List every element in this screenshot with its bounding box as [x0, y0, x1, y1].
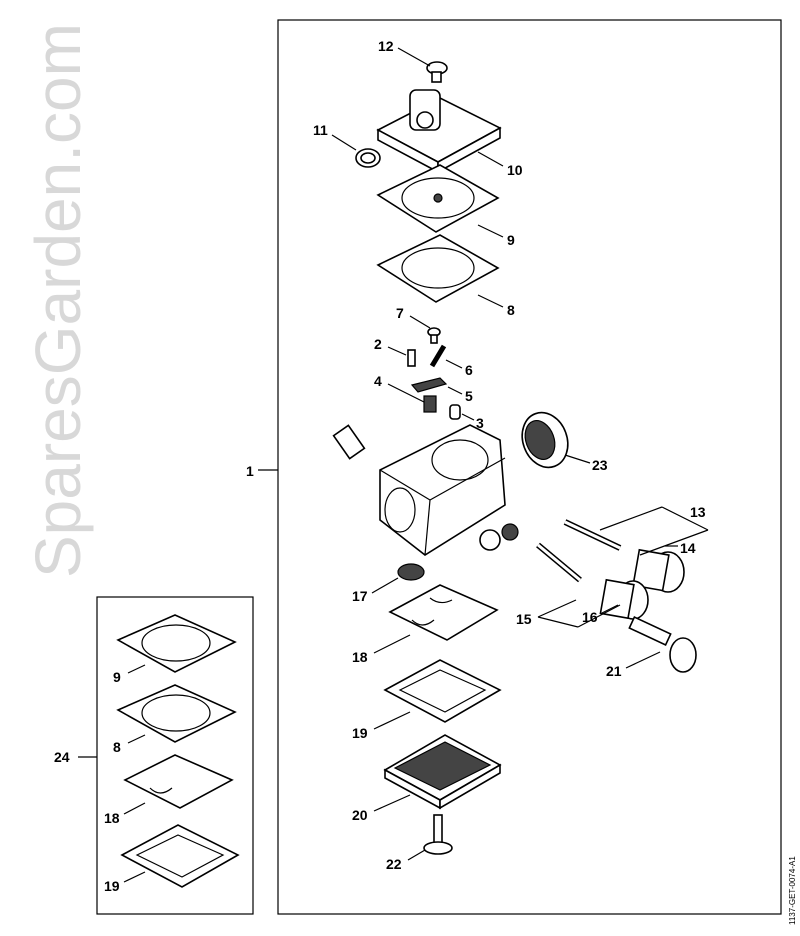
- part-12-screw[interactable]: [426, 61, 448, 83]
- part-21-idle-screw[interactable]: [628, 616, 697, 673]
- kit-label-9: 9: [113, 669, 121, 685]
- label-1: 1: [246, 463, 254, 479]
- label-17: 17: [352, 588, 368, 604]
- label-13: 13: [690, 504, 706, 520]
- drawing-code: 1137-GET-0074-A1: [788, 856, 797, 925]
- label-10: 10: [507, 162, 523, 178]
- part-17-fuel-screen[interactable]: [397, 563, 425, 581]
- label-19: 19: [352, 725, 368, 741]
- kit-part-19-gasket[interactable]: [120, 824, 240, 888]
- label-23: 23: [592, 457, 608, 473]
- part-19-gasket[interactable]: [383, 659, 502, 723]
- label-12: 12: [378, 38, 394, 54]
- label-8: 8: [507, 302, 515, 318]
- part-14-limiter-cap[interactable]: [632, 548, 685, 593]
- part-23-cap[interactable]: [515, 406, 575, 474]
- kit-part-8-gasket[interactable]: [116, 684, 237, 743]
- label-4: 4: [374, 373, 382, 389]
- label-20: 20: [352, 807, 368, 823]
- label-22: 22: [386, 856, 402, 872]
- part-9-diaphragm[interactable]: [376, 164, 500, 233]
- part-2-needle[interactable]: [407, 349, 416, 367]
- part-3-sleeve[interactable]: [449, 404, 461, 420]
- part-20-end-cover[interactable]: [383, 734, 502, 810]
- kit-part-9-diaphragm[interactable]: [116, 614, 237, 673]
- part-18-metering-plate[interactable]: [388, 584, 499, 641]
- part-15-adjusting-screw[interactable]: [536, 542, 582, 583]
- part-16-limiter-cap[interactable]: [599, 578, 649, 620]
- kit-part-18-metering-plate[interactable]: [123, 754, 234, 809]
- watermark: SparesGarden.com: [22, 23, 94, 578]
- label-6: 6: [465, 362, 473, 378]
- label-9: 9: [507, 232, 515, 248]
- part-labels: 12 11 10 9 8 7 2 6 4 5 3 23 1 13 14 15 1…: [54, 38, 706, 894]
- part-6-pin[interactable]: [429, 344, 447, 368]
- label-15: 15: [516, 611, 532, 627]
- kit-label-19: 19: [104, 878, 120, 894]
- label-14: 14: [680, 540, 696, 556]
- label-7: 7: [396, 305, 404, 321]
- label-18: 18: [352, 649, 368, 665]
- label-11: 11: [313, 122, 328, 138]
- part-22-screw[interactable]: [423, 814, 453, 855]
- part-7-screw[interactable]: [427, 327, 441, 344]
- kit-label-18: 18: [104, 810, 120, 826]
- part-11-seal-ring[interactable]: [355, 148, 381, 168]
- label-3: 3: [476, 415, 484, 431]
- kit-frame: [96, 596, 254, 915]
- kit-label-8: 8: [113, 739, 121, 755]
- part-10-pump-cover[interactable]: [376, 89, 502, 174]
- label-2: 2: [374, 336, 382, 352]
- leader-lines: [78, 47, 709, 883]
- label-16: 16: [582, 609, 598, 625]
- part-1-carburetor-body[interactable]: [332, 424, 519, 556]
- label-21: 21: [606, 663, 622, 679]
- label-24: 24: [54, 749, 70, 765]
- main-assembly-frame: [277, 19, 782, 915]
- part-13-adjusting-screw[interactable]: [563, 519, 622, 551]
- part-8-gasket[interactable]: [376, 234, 500, 303]
- part-5-lever[interactable]: [410, 377, 448, 393]
- part-4-spring[interactable]: [423, 395, 437, 413]
- label-5: 5: [465, 388, 473, 404]
